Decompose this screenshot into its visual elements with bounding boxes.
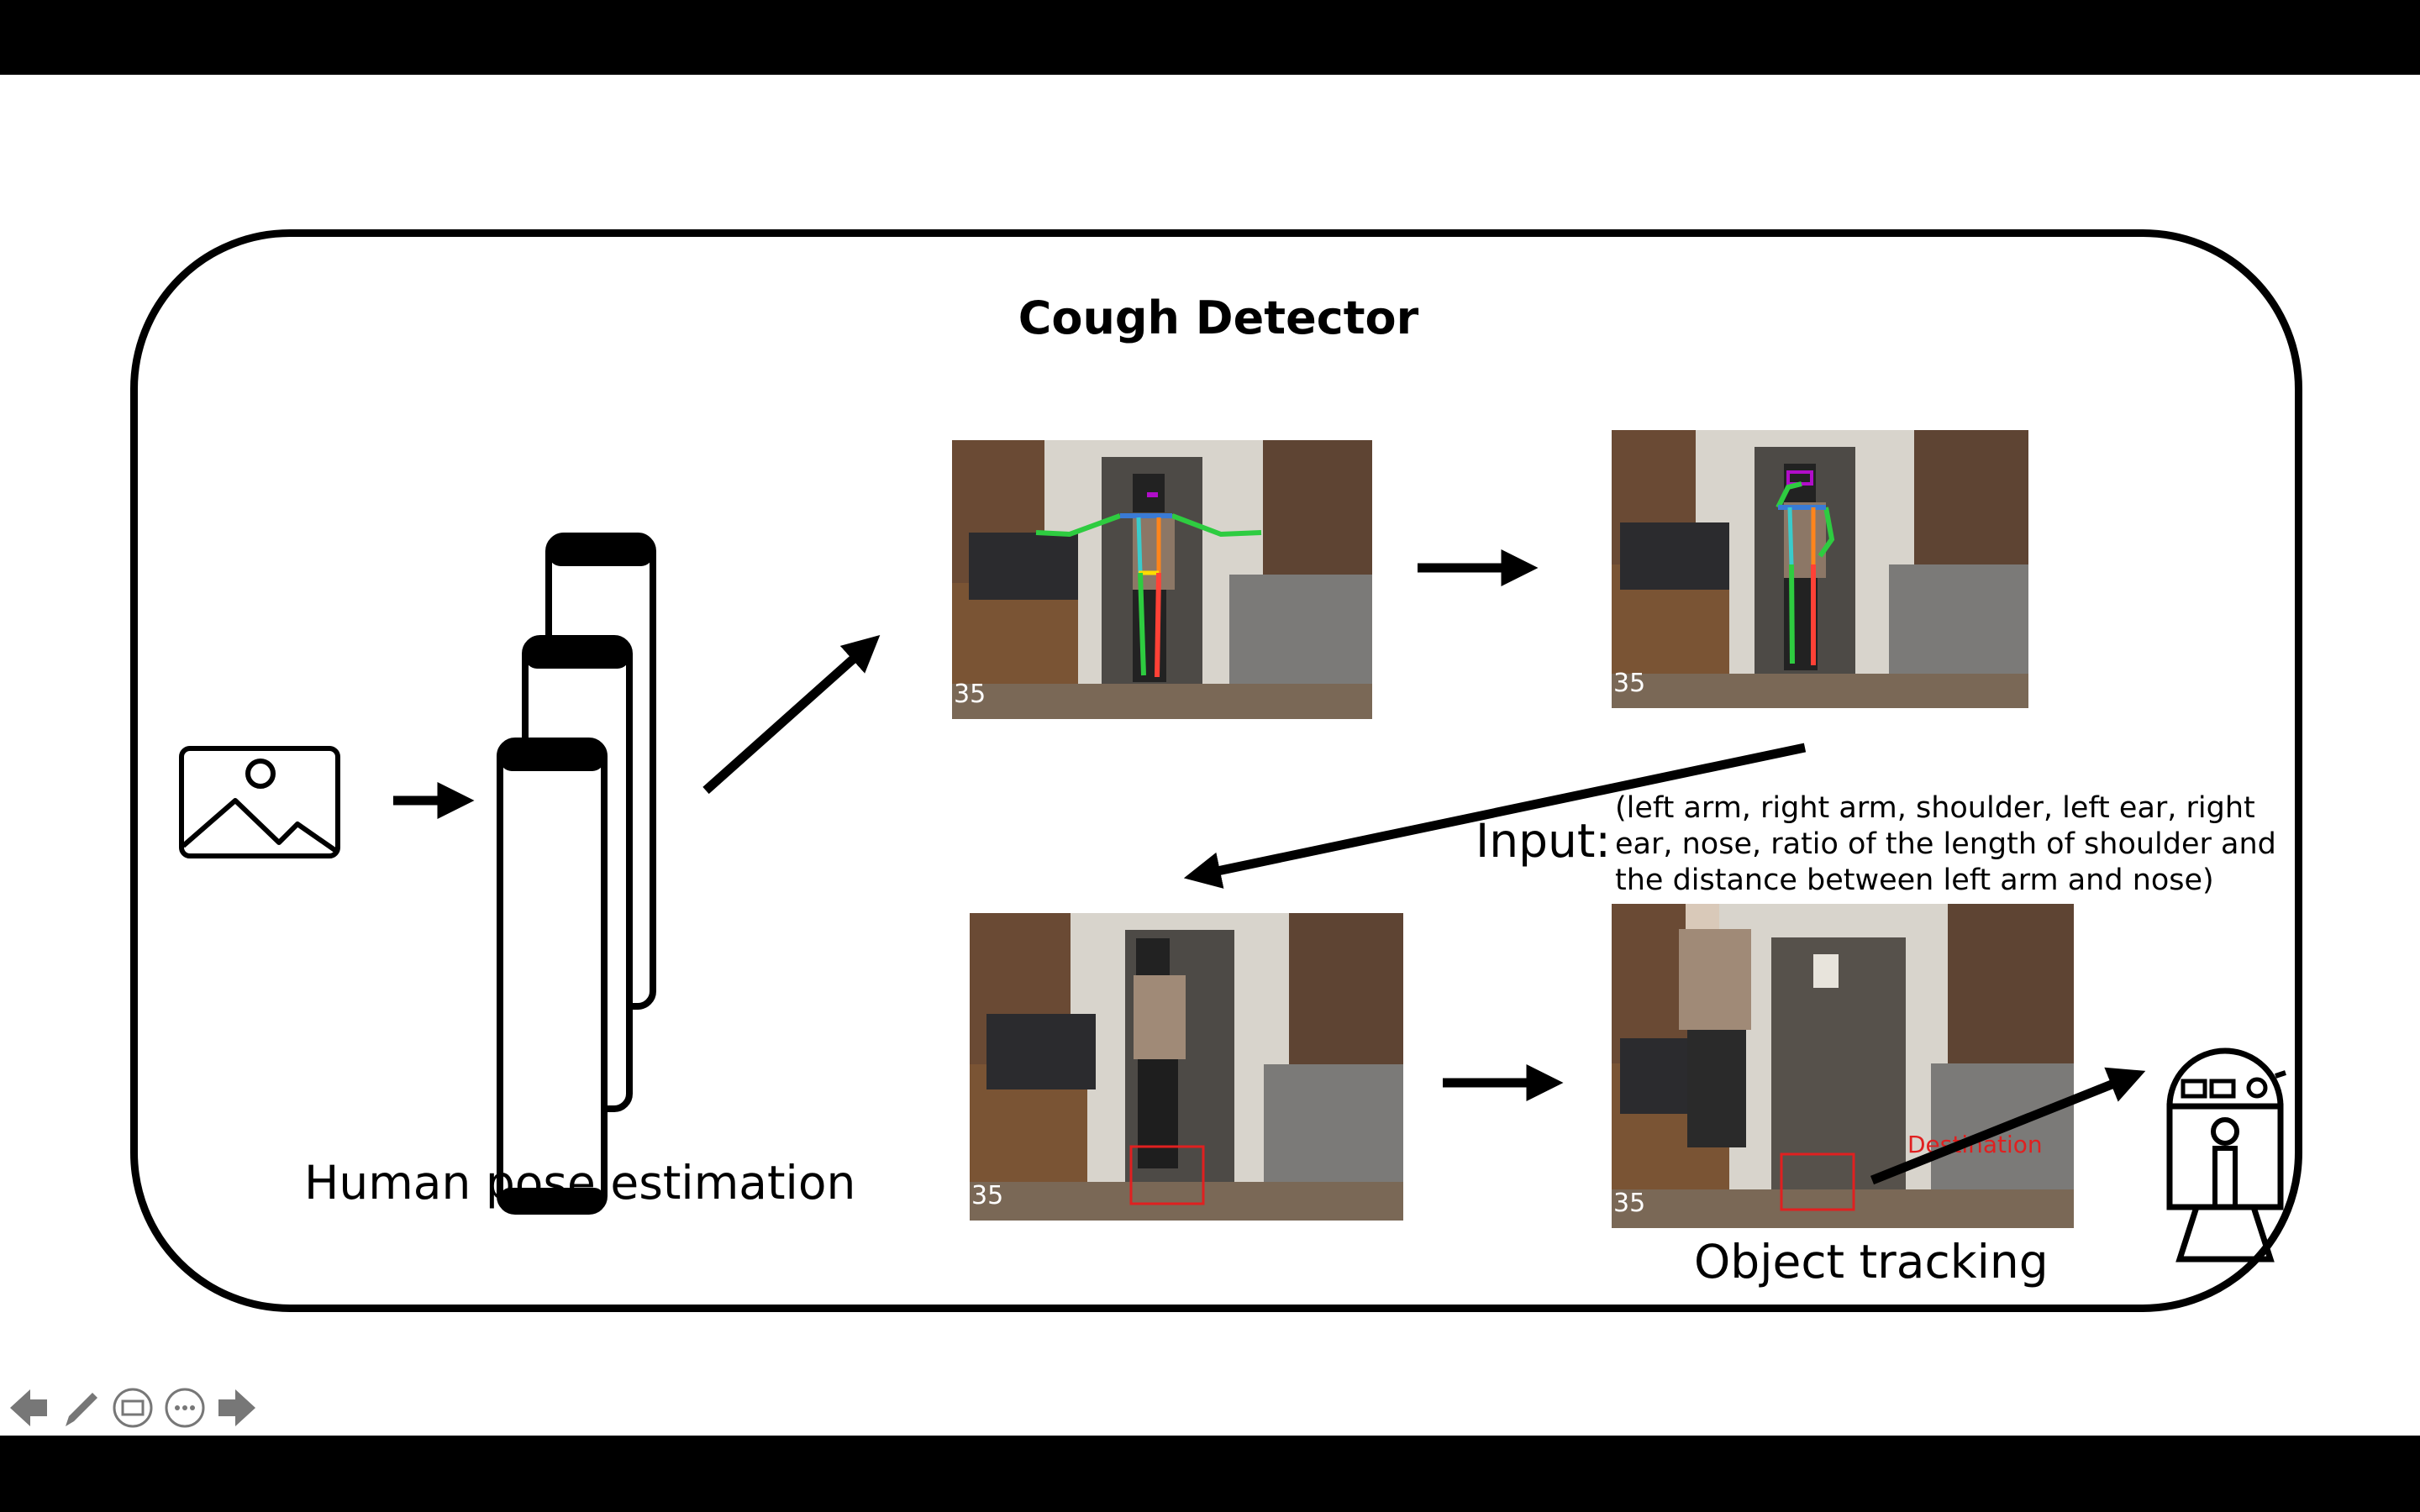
previous-slide-button[interactable] (5, 1384, 52, 1431)
input-description: (left arm, right arm, shoulder, left ear… (1615, 791, 2276, 897)
presentation-slide: Cough Detector Human pose estimation (0, 75, 2420, 1436)
pen-tool-button[interactable] (57, 1384, 104, 1431)
slideshow-controls (5, 1384, 260, 1431)
frame-counter: 35 (954, 680, 986, 709)
input-label: Input: (1476, 814, 1611, 868)
more-options-button[interactable] (161, 1384, 208, 1431)
pose-frame-3: 35 (970, 913, 1403, 1221)
destination-label: Destination (1907, 1131, 2043, 1158)
next-slide-button[interactable] (213, 1384, 260, 1431)
frame-counter: 35 (971, 1181, 1004, 1210)
pencil-icon (66, 1393, 97, 1426)
pose-estimation-label: Human pose estimation (304, 1156, 856, 1210)
ellipsis-icon (165, 1388, 205, 1428)
frame-counter: 35 (1613, 669, 1646, 698)
subtitles-button[interactable] (109, 1384, 156, 1431)
arrow-right-icon (218, 1389, 255, 1426)
frame-counter: 35 (1613, 1189, 1646, 1218)
subtitles-icon (113, 1388, 153, 1428)
pose-frame-2: 35 (1612, 430, 2028, 708)
tracking-frame: Destination 35 (1612, 904, 2074, 1228)
cough-detector-frame (130, 229, 2302, 1312)
arrow-left-icon (10, 1389, 47, 1426)
slide-title: Cough Detector (1018, 291, 1419, 344)
pose-frame-1: 35 (952, 440, 1372, 719)
object-tracking-label: Object tracking (1694, 1235, 2049, 1289)
